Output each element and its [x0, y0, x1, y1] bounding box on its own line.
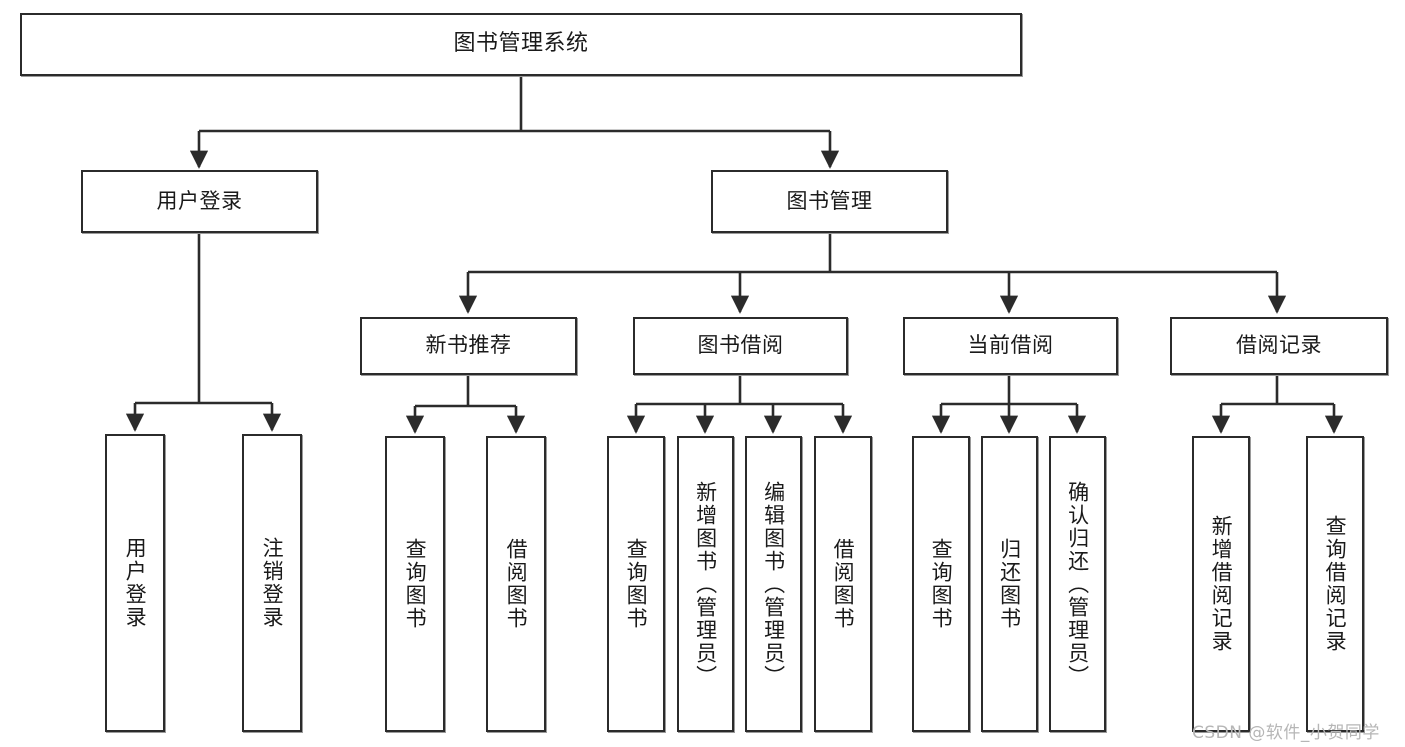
- node-leaf-logout-label: 注销登录: [260, 537, 285, 629]
- node-leaf-add-record-label: 新增借阅记录: [1209, 515, 1234, 653]
- node-new-book-rec-label: 新书推荐: [425, 333, 512, 358]
- node-leaf-query-book-1-label: 查询图书: [403, 538, 428, 630]
- node-leaf-add-book-label: 新增图书（管理员）: [693, 480, 718, 688]
- watermark-text: CSDN @软件_小贺同学: [1192, 723, 1380, 743]
- node-leaf-query-book-3-label: 查询图书: [929, 538, 954, 630]
- node-leaf-borrow-book-1-label: 借阅图书: [504, 538, 529, 630]
- node-leaf-edit-book[interactable]: 编辑图书（管理员）: [745, 436, 802, 732]
- node-borrow-record-label: 借阅记录: [1236, 333, 1322, 358]
- node-leaf-query-record[interactable]: 查询借阅记录: [1306, 436, 1364, 732]
- node-leaf-query-book-2-label: 查询图书: [624, 538, 649, 630]
- node-book-manage[interactable]: 图书管理: [711, 170, 948, 233]
- node-book-manage-label: 图书管理: [786, 188, 873, 213]
- node-leaf-borrow-book-2[interactable]: 借阅图书: [814, 436, 872, 732]
- node-leaf-user-login-label: 用户登录: [123, 537, 148, 629]
- node-leaf-return-book[interactable]: 归还图书: [981, 436, 1038, 732]
- node-leaf-user-login[interactable]: 用户登录: [105, 434, 165, 732]
- node-user-login[interactable]: 用户登录: [81, 170, 318, 233]
- node-leaf-query-record-label: 查询借阅记录: [1323, 515, 1348, 653]
- node-leaf-logout[interactable]: 注销登录: [242, 434, 302, 732]
- node-leaf-borrow-book-1[interactable]: 借阅图书: [486, 436, 546, 732]
- node-leaf-query-book-1[interactable]: 查询图书: [385, 436, 445, 732]
- node-book-borrow-label: 图书借阅: [697, 333, 784, 358]
- node-leaf-add-record[interactable]: 新增借阅记录: [1192, 436, 1250, 732]
- node-leaf-edit-book-label: 编辑图书（管理员）: [761, 480, 786, 688]
- node-book-borrow[interactable]: 图书借阅: [633, 317, 848, 375]
- node-root[interactable]: 图书管理系统: [20, 13, 1022, 76]
- node-leaf-confirm-return-label: 确认归还（管理员）: [1065, 480, 1090, 688]
- node-leaf-return-book-label: 归还图书: [997, 538, 1022, 630]
- node-leaf-query-book-3[interactable]: 查询图书: [912, 436, 970, 732]
- node-current-borrow-label: 当前借阅: [967, 333, 1054, 358]
- node-leaf-borrow-book-2-label: 借阅图书: [831, 538, 856, 630]
- node-new-book-rec[interactable]: 新书推荐: [360, 317, 577, 375]
- node-leaf-confirm-return[interactable]: 确认归还（管理员）: [1049, 436, 1106, 732]
- node-current-borrow[interactable]: 当前借阅: [903, 317, 1118, 375]
- node-borrow-record[interactable]: 借阅记录: [1170, 317, 1388, 375]
- node-leaf-add-book[interactable]: 新增图书（管理员）: [677, 436, 734, 732]
- node-user-login-label: 用户登录: [156, 188, 243, 213]
- node-root-label: 图书管理系统: [453, 31, 589, 57]
- node-leaf-query-book-2[interactable]: 查询图书: [607, 436, 665, 732]
